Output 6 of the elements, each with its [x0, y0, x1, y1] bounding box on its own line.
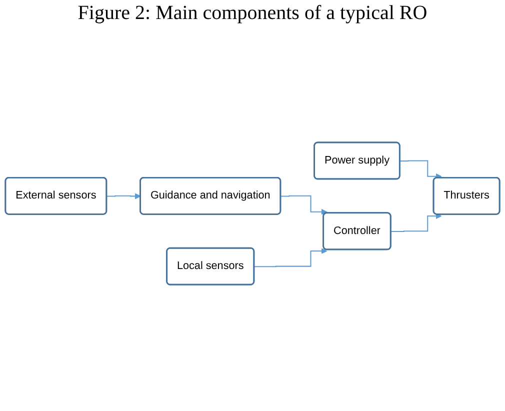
arrow: [400, 160, 442, 180]
title: Figure 2: Main components of a typical RO: [76, 2, 428, 25]
arrow: [390, 214, 442, 232]
arrow: [254, 248, 328, 268]
arrow: [106, 194, 141, 200]
arrow: [280, 196, 328, 216]
